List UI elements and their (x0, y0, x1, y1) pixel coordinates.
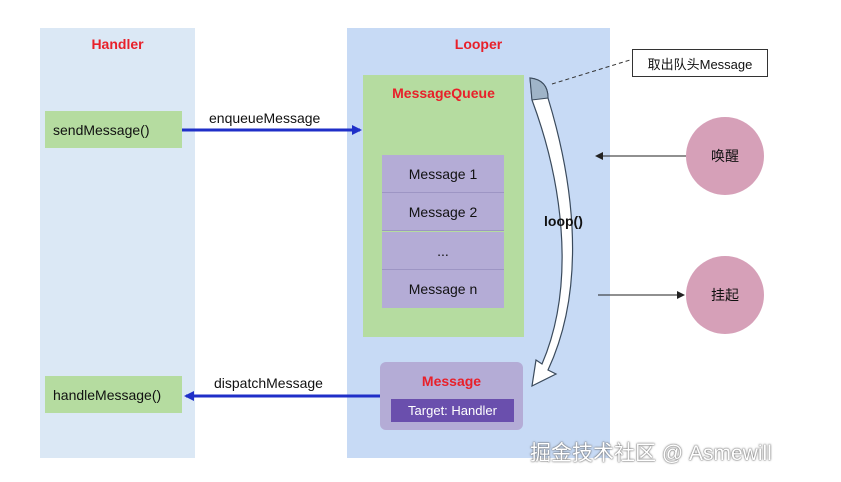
looper-title: Looper (454, 36, 503, 52)
loop-label: loop() (544, 213, 583, 229)
callout-line (551, 59, 631, 85)
dispatch-label: dispatchMessage (214, 375, 323, 391)
suspend-circle: 挂起 (686, 256, 764, 334)
send-message-box: sendMessage() (45, 111, 182, 148)
loop-curve (529, 77, 574, 388)
handler-title: Handler (91, 36, 144, 52)
handle-message-box: handleMessage() (45, 376, 182, 413)
message-target: Target: Handler (391, 399, 514, 422)
enqueue-label: enqueueMessage (209, 110, 321, 126)
loop-curve-head (529, 77, 549, 101)
wake-circle: 唤醒 (686, 117, 764, 195)
message-queue-title: MessageQueue (392, 85, 495, 101)
queue-item: Message n (382, 270, 504, 308)
message-title: Message (421, 373, 482, 389)
watermark: 掘金技术社区 @ Asmewill (530, 442, 772, 465)
queue-item: Message 2 (382, 193, 504, 231)
queue-item: ... (382, 232, 504, 270)
callout-box: 取出队头Message (632, 49, 768, 77)
queue-item: Message 1 (382, 155, 504, 193)
